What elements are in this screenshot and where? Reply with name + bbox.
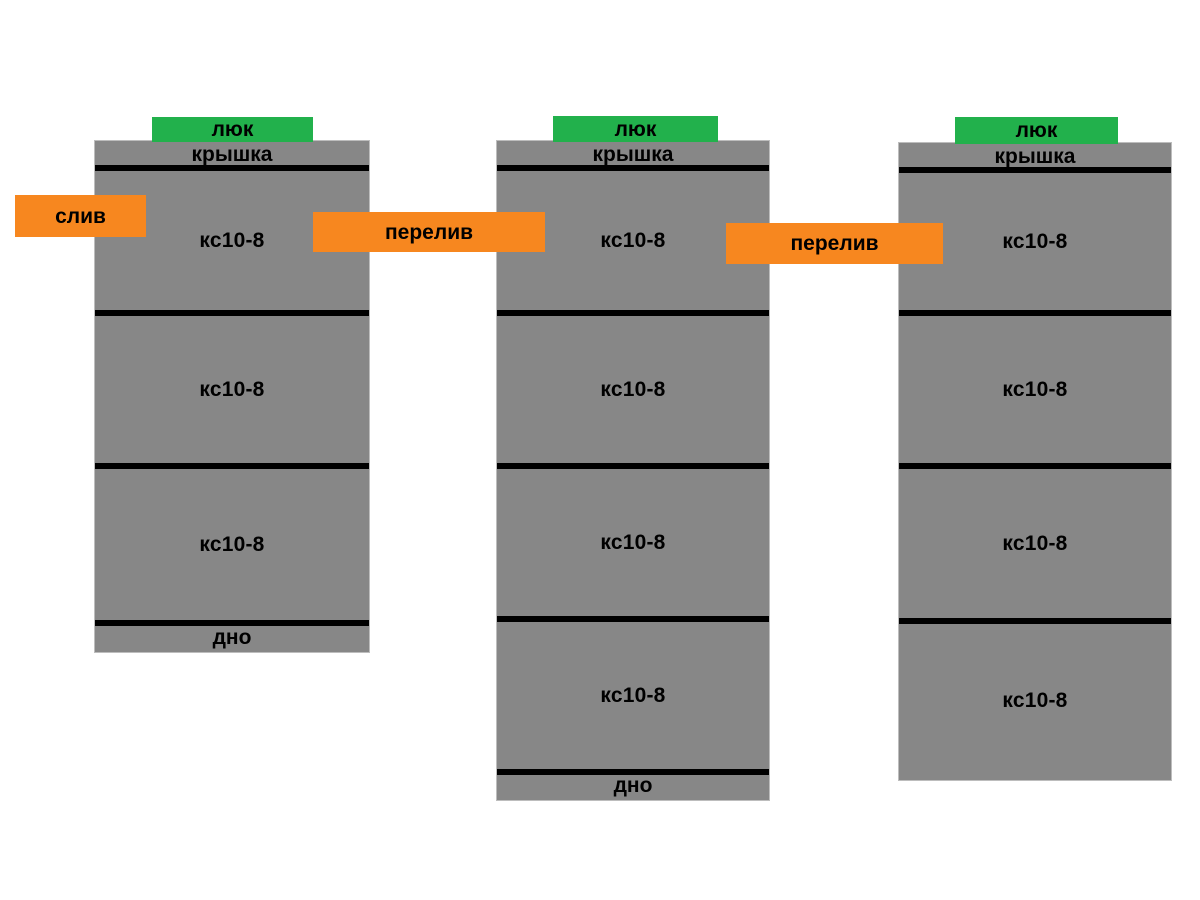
ring-segment: кс10-8: [899, 170, 1171, 313]
bottom-label-2: дно: [613, 774, 653, 797]
ring-divider: [95, 165, 369, 171]
ring-label: кс10-8: [600, 229, 666, 252]
drain-pipe: слив: [15, 195, 146, 237]
ring-label: кс10-8: [1002, 689, 1068, 712]
ring-divider: [497, 463, 769, 469]
hatch-tag-3: люк: [955, 117, 1118, 144]
ring-divider: [497, 769, 769, 775]
bottom-label-1: дно: [212, 625, 252, 649]
ring-divider: [899, 310, 1171, 316]
ring-segment: кс10-8: [95, 466, 369, 623]
ring-label: кс10-8: [199, 533, 265, 556]
ring-divider: [95, 463, 369, 469]
ring-divider: [95, 620, 369, 626]
ring-divider: [899, 618, 1171, 624]
hatch-tag-2: люк: [553, 116, 718, 142]
ring-segment: кс10-8: [95, 168, 369, 313]
cover-label-2: крышка: [592, 142, 674, 166]
ring-segment: кс10-8: [899, 466, 1171, 621]
ring-segment: кс10-8: [497, 619, 769, 772]
ring-label: кс10-8: [199, 229, 265, 252]
ring-segment: кс10-8: [497, 313, 769, 466]
ring-segment: кс10-8: [497, 466, 769, 619]
ring-label: кс10-8: [199, 378, 265, 401]
well-column-3: крышка кс10-8 кс10-8 кс10-8 кс10-8: [899, 143, 1171, 780]
ring-divider: [899, 167, 1171, 173]
cover-label-3: крышка: [994, 144, 1076, 168]
overflow-pipe-2: перелив: [726, 223, 943, 264]
cover-label-1: крышка: [191, 142, 273, 166]
ring-segment: кс10-8: [497, 168, 769, 313]
ring-segment: кс10-8: [899, 313, 1171, 466]
ring-label: кс10-8: [600, 684, 666, 707]
ring-label: кс10-8: [600, 378, 666, 401]
ring-divider: [497, 310, 769, 316]
ring-divider: [899, 463, 1171, 469]
overflow-pipe-1: перелив: [313, 212, 545, 252]
ring-label: кс10-8: [1002, 532, 1068, 555]
ring-label: кс10-8: [1002, 378, 1068, 401]
hatch-tag-1: люк: [152, 117, 313, 142]
ring-divider: [497, 165, 769, 171]
ring-label: кс10-8: [1002, 230, 1068, 253]
ring-label: кс10-8: [600, 531, 666, 554]
ring-divider: [497, 616, 769, 622]
ring-segment: кс10-8: [899, 621, 1171, 780]
ring-segment: кс10-8: [95, 313, 369, 466]
ring-divider: [95, 310, 369, 316]
